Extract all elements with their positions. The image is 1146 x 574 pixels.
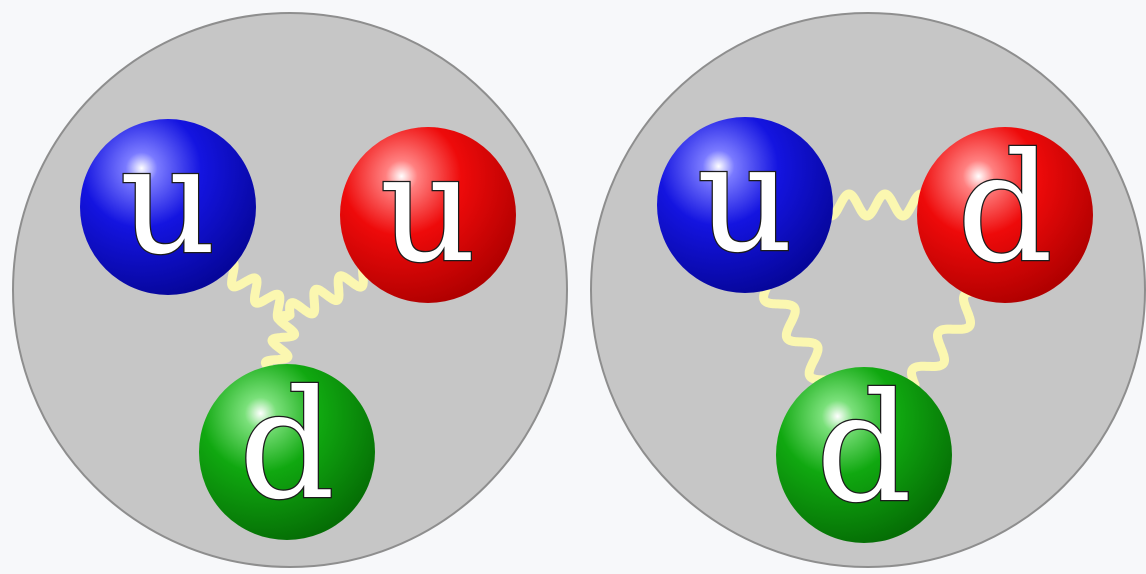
- hadron-left: u u d: [12, 12, 568, 568]
- hadron-right: u d d: [590, 12, 1146, 568]
- quark-ball: [80, 119, 256, 295]
- quark: u: [340, 121, 516, 303]
- gluon-line: [759, 280, 830, 385]
- gluon-line: [907, 287, 985, 390]
- quark-ball: [657, 117, 833, 293]
- gluon-line: [817, 189, 935, 221]
- quark: d: [199, 358, 375, 540]
- quark-letter: d: [957, 122, 1053, 296]
- quark-letter: d: [816, 362, 912, 536]
- quark-letter: d: [239, 359, 335, 533]
- hadron-right-gluons: [759, 189, 985, 390]
- quark: u: [657, 111, 833, 293]
- quark-letter: u: [120, 114, 217, 288]
- quark-ball: [776, 367, 952, 543]
- quark: u: [80, 113, 256, 295]
- gluon-line: [285, 257, 380, 320]
- quark-ball: [199, 364, 375, 540]
- quark-letter: u: [697, 112, 794, 286]
- quark: d: [917, 121, 1093, 303]
- quark: d: [776, 361, 952, 543]
- quark-ball: [917, 127, 1093, 303]
- quark-letter: u: [380, 122, 477, 296]
- quark-ball: [340, 127, 516, 303]
